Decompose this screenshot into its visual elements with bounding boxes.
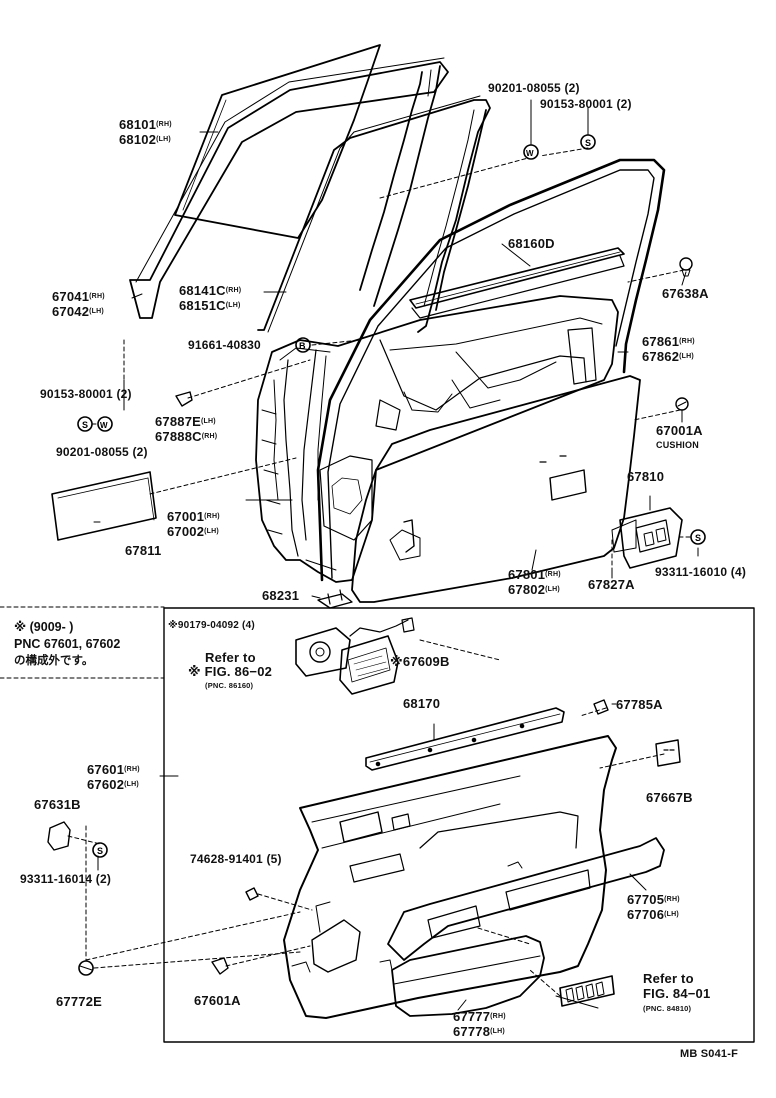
hinge-pad bbox=[51, 471, 157, 541]
label-67811: 67811 bbox=[125, 543, 162, 558]
leader-lines bbox=[91, 147, 691, 571]
label-68101: 68101(RH) bbox=[119, 117, 172, 132]
power-window-switch bbox=[559, 975, 615, 1007]
label-67785a: 67785A bbox=[616, 697, 663, 712]
grommet-icon: W bbox=[523, 144, 539, 160]
note-jp-line-1: ※ (9009- ) bbox=[14, 620, 74, 634]
label-67601a: 67601A bbox=[194, 993, 241, 1008]
clip-icon bbox=[593, 699, 609, 715]
label-67609b: ※67609B bbox=[390, 654, 450, 669]
switch-bezel bbox=[611, 507, 683, 569]
leader-lines bbox=[67, 639, 665, 997]
label-93311-top: 93311-16010 (4) bbox=[655, 565, 747, 579]
label-refer-1c: (PNC. 86160) bbox=[205, 681, 254, 690]
svg-text:W: W bbox=[100, 421, 108, 430]
svg-text:W: W bbox=[526, 149, 534, 158]
plug-icon bbox=[175, 391, 193, 407]
label-refer-1a: Refer to bbox=[205, 650, 256, 665]
speaker-grille bbox=[295, 617, 415, 695]
note-jp-line-3: の構成外です。 bbox=[14, 655, 94, 667]
label-67002: 67002(LH) bbox=[167, 524, 219, 539]
armrest-pad bbox=[391, 935, 545, 1017]
label-90201-top: 90201-08055 (2) bbox=[488, 81, 580, 95]
clip-icon bbox=[679, 257, 693, 277]
callout-lines bbox=[97, 703, 647, 1011]
screw-icon: S bbox=[690, 529, 706, 545]
label-68141c: 68141C(RH) bbox=[179, 283, 242, 298]
label-67706: 67706(LH) bbox=[627, 907, 679, 922]
label-67862: 67862(LH) bbox=[642, 349, 694, 364]
svg-text:S: S bbox=[695, 533, 701, 543]
label-67001a-cushion: CUSHION bbox=[656, 440, 699, 450]
label-68151c: 68151C(LH) bbox=[179, 298, 241, 313]
label-67001: 67001(RH) bbox=[167, 509, 220, 524]
label-68160d: 68160D bbox=[508, 236, 555, 251]
grommet-icon: W bbox=[97, 416, 113, 432]
label-90153-left: 90153-80001 (2) bbox=[40, 387, 132, 401]
label-68231: 68231 bbox=[262, 588, 300, 603]
label-90201-left: 90201-08055 (2) bbox=[56, 445, 148, 459]
diagram-code: MB S041-F bbox=[680, 1048, 739, 1060]
screw-icon: S bbox=[92, 842, 108, 858]
door-outer-panel bbox=[351, 375, 641, 603]
door-striker-plate bbox=[317, 589, 353, 609]
label-refer-1b: ※ FIG. 86−02 bbox=[188, 664, 273, 679]
label-67001a: 67001A bbox=[656, 423, 703, 438]
label-90179: ※90179-04092 (4) bbox=[168, 620, 255, 631]
label-67041: 67041(RH) bbox=[52, 289, 105, 304]
door-weatherstrip bbox=[316, 158, 666, 582]
clip-icon bbox=[78, 960, 94, 976]
label-67827a: 67827A bbox=[588, 577, 635, 592]
label-67778: 67778(LH) bbox=[453, 1024, 505, 1039]
armrest-bar bbox=[387, 837, 665, 961]
svg-text:S: S bbox=[82, 420, 88, 430]
label-74628: 74628-91401 (5) bbox=[190, 852, 282, 866]
label-68102: 68102(LH) bbox=[119, 132, 171, 147]
callout-lines bbox=[93, 99, 699, 599]
label-refer-2b: FIG. 84−01 bbox=[643, 986, 711, 1001]
door-glass bbox=[174, 44, 381, 239]
label-67601: 67601(RH) bbox=[87, 762, 140, 777]
label-67888c: 67888C(RH) bbox=[155, 429, 218, 444]
label-67810: 67810 bbox=[627, 469, 665, 484]
label-90153-top: 90153-80001 (2) bbox=[540, 97, 632, 111]
label-67631b: 67631B bbox=[34, 797, 81, 812]
label-67638a: 67638A bbox=[662, 286, 709, 301]
label-67667b: 67667B bbox=[646, 790, 693, 805]
svg-text:S: S bbox=[585, 138, 591, 148]
label-67777: 67777(RH) bbox=[453, 1009, 506, 1024]
screw-icon: S bbox=[77, 416, 93, 432]
svg-text:B: B bbox=[299, 341, 306, 351]
label-68170: 68170 bbox=[403, 696, 441, 711]
label-67887e: 67887E(LH) bbox=[155, 414, 216, 429]
svg-text:S: S bbox=[97, 846, 103, 856]
door-trim-board bbox=[283, 735, 617, 1019]
trim-upper-strip bbox=[365, 707, 565, 771]
label-refer-2a: Refer to bbox=[643, 971, 694, 986]
bracket-icon bbox=[655, 739, 681, 767]
label-refer-2c: (PNC. 84810) bbox=[643, 1004, 692, 1013]
label-67772e: 67772E bbox=[56, 994, 103, 1009]
label-67042: 67042(LH) bbox=[52, 304, 104, 319]
label-67861: 67861(RH) bbox=[642, 334, 695, 349]
label-67802: 67802(LH) bbox=[508, 582, 560, 597]
label-91661: 91661-40830 bbox=[188, 338, 261, 352]
screw-icon: S bbox=[580, 134, 596, 150]
run-channel bbox=[257, 95, 491, 333]
label-93311-left: 93311-16014 (2) bbox=[20, 872, 112, 886]
label-67705: 67705(RH) bbox=[627, 892, 680, 907]
cushion-icon bbox=[675, 397, 689, 411]
door-inner-panel bbox=[255, 295, 619, 583]
belt-molding bbox=[409, 247, 625, 319]
trim-panel-assembly-box bbox=[163, 607, 755, 1043]
bolt-icon: B bbox=[295, 337, 311, 353]
clip-icon bbox=[211, 957, 229, 975]
glass-run-channel bbox=[129, 57, 449, 319]
note-jp-line-2: PNC 67601, 67602 bbox=[14, 637, 121, 651]
screw-icon bbox=[245, 887, 259, 901]
label-67801: 67801(RH) bbox=[508, 567, 561, 582]
bracket-icon bbox=[47, 821, 71, 851]
label-67602: 67602(LH) bbox=[87, 777, 139, 792]
